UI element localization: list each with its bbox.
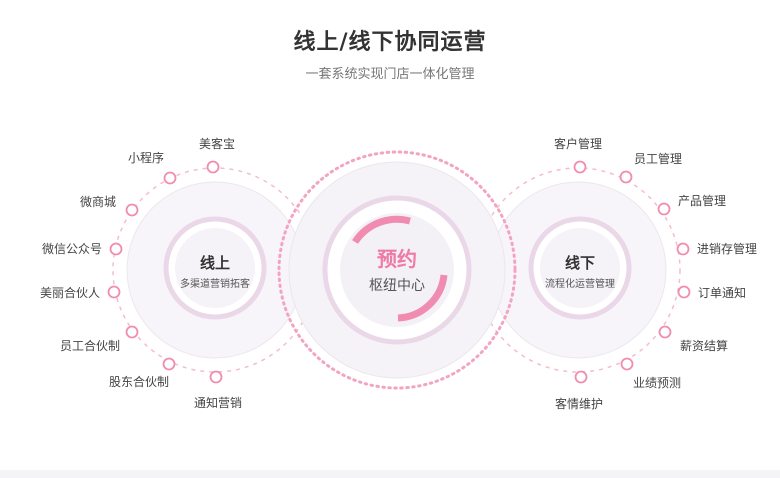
left-node-dot bbox=[107, 285, 121, 299]
left-hub-title: 线上 bbox=[200, 254, 230, 272]
right-hub-subtitle: 流程化运营管理 bbox=[545, 277, 615, 290]
left-node-label: 通知营销 bbox=[194, 396, 242, 410]
right-node-label: 产品管理 bbox=[678, 193, 726, 208]
footer-bar bbox=[0, 470, 780, 478]
right-node-dot bbox=[573, 160, 587, 174]
center-arc-top bbox=[352, 215, 411, 245]
right-node-dot bbox=[658, 325, 672, 339]
center-arc-bottom bbox=[397, 274, 448, 322]
left-node-dot bbox=[109, 242, 123, 256]
right-node-dot bbox=[619, 170, 633, 184]
left-node-dot bbox=[162, 357, 176, 371]
left-hub-core bbox=[175, 228, 255, 308]
left-node-label: 微商城 bbox=[80, 194, 116, 209]
right-node-label: 客户管理 bbox=[554, 136, 602, 151]
left-node-label: 美客宝 bbox=[199, 136, 235, 151]
left-node-label: 员工合伙制 bbox=[60, 338, 120, 353]
center-hub-title: 预约 bbox=[377, 247, 417, 271]
left-hub-subtitle: 多渠道营销拓客 bbox=[180, 277, 250, 290]
left-node-label: 微信公众号 bbox=[42, 242, 102, 256]
left-node-label: 美丽合伙人 bbox=[40, 285, 100, 300]
right-node-dot bbox=[657, 202, 671, 216]
left-node-dot bbox=[209, 370, 223, 384]
right-node-label: 进销存管理 bbox=[697, 241, 757, 256]
left-node-label: 小程序 bbox=[128, 150, 164, 165]
right-node-dot bbox=[676, 242, 690, 256]
right-node-dot bbox=[620, 357, 634, 371]
right-node-label: 订单通知 bbox=[698, 286, 746, 300]
right-node-dot bbox=[677, 285, 691, 299]
left-node-dot bbox=[206, 160, 220, 174]
page-title: 线上/线下协同运营 bbox=[293, 30, 487, 55]
left-node-dot bbox=[163, 171, 177, 185]
right-node-label: 业绩预测 bbox=[633, 376, 681, 390]
center-hub-subtitle: 枢纽中心 bbox=[369, 278, 425, 294]
right-node-label: 员工管理 bbox=[634, 151, 682, 166]
center-hub-core bbox=[340, 213, 454, 327]
left-node-dot bbox=[125, 203, 139, 217]
right-node-label: 薪资结算 bbox=[680, 338, 728, 353]
center-dotted-ring bbox=[277, 150, 517, 390]
right-hub-core bbox=[540, 228, 620, 308]
page-subtitle: 一套系统实现门店一体化管理 bbox=[305, 67, 475, 82]
right-hub-title: 线下 bbox=[565, 254, 595, 272]
left-node-dot bbox=[125, 325, 139, 339]
right-node-label: 客情维护 bbox=[555, 396, 603, 411]
left-node-label: 股东合伙制 bbox=[109, 374, 169, 389]
right-node-dot bbox=[574, 370, 588, 384]
